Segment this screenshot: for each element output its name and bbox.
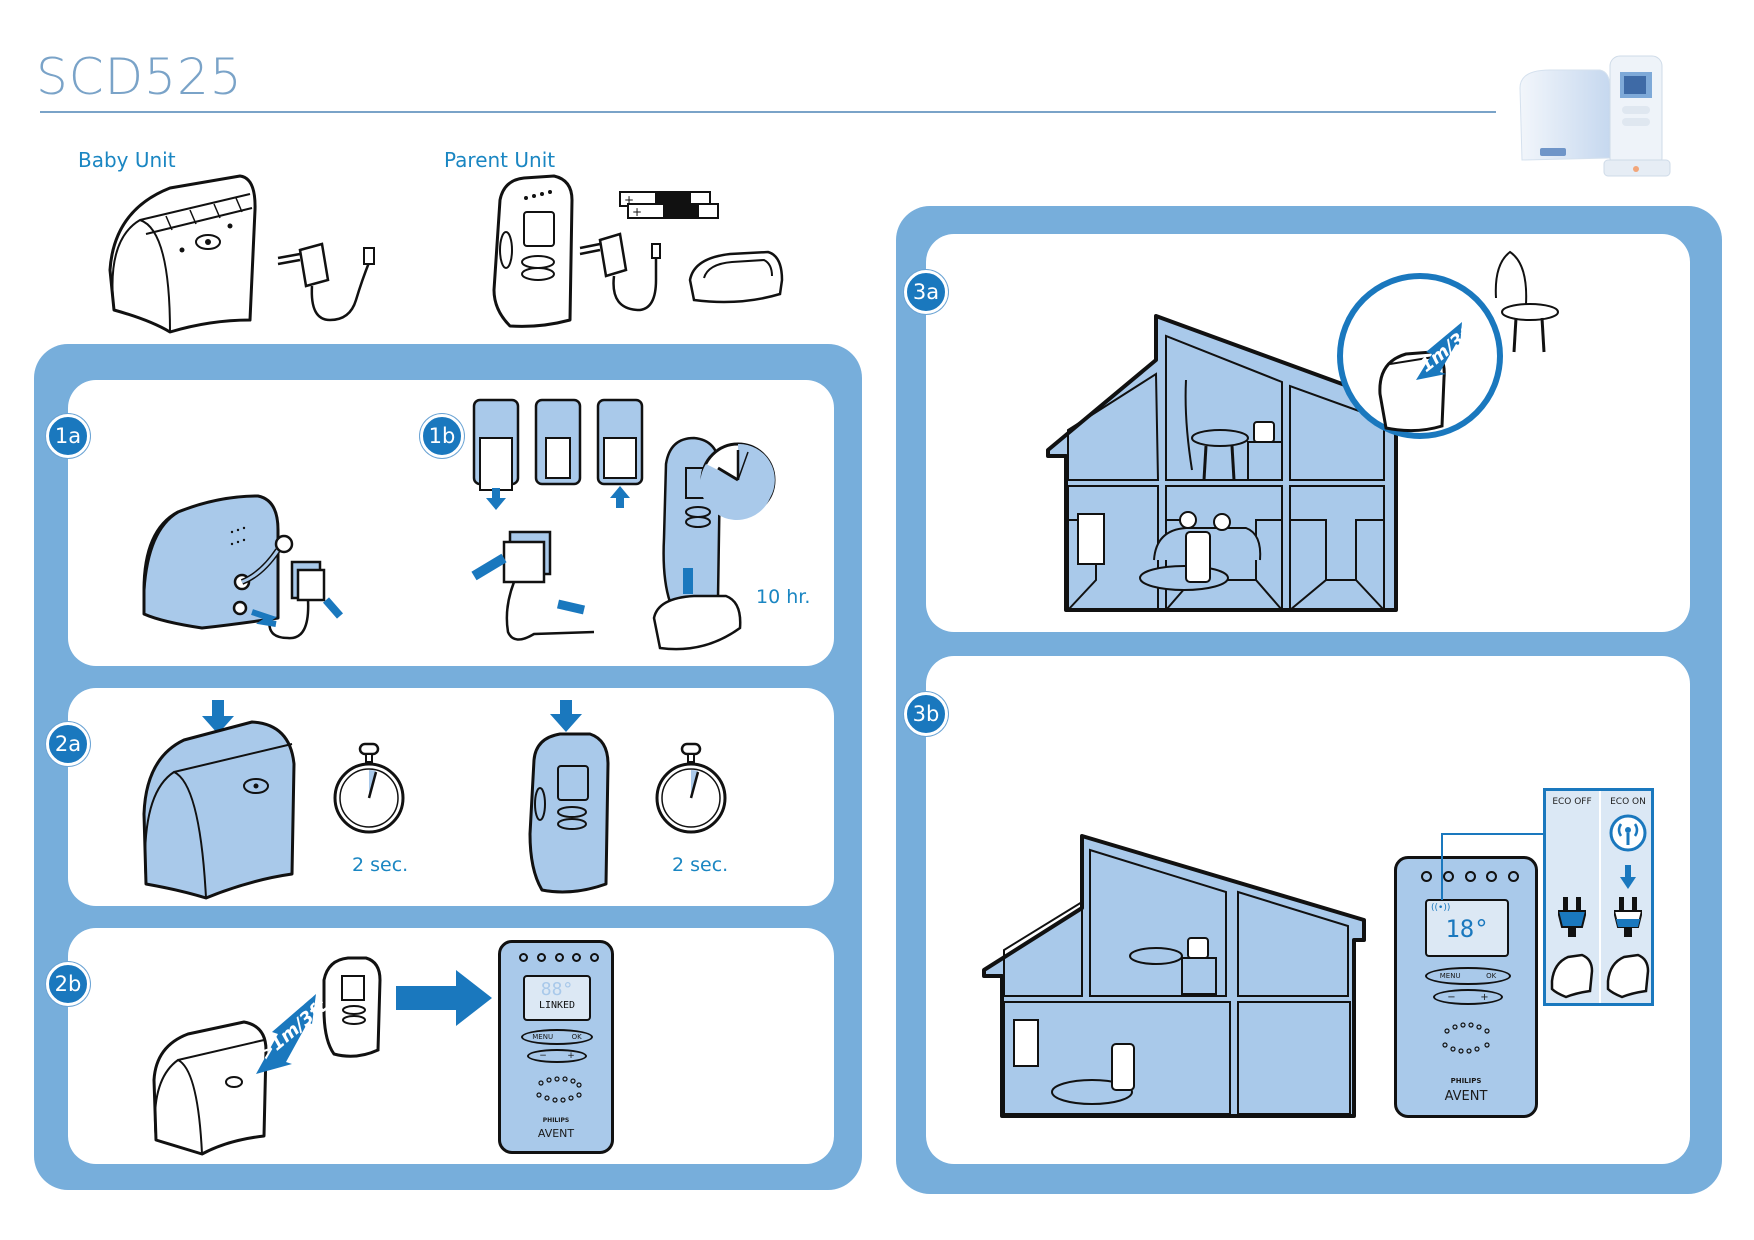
menu-button[interactable]: MENU bbox=[532, 1033, 554, 1041]
step-2a-baby-unit-illustration bbox=[142, 700, 296, 900]
step-badge-1a: 1a bbox=[46, 414, 90, 458]
eco-on-label: ECO ON bbox=[1610, 797, 1646, 807]
arrow-right-icon bbox=[396, 970, 492, 1026]
parent-unit-display-eco: ((•)) 18° MENU OK − + PHILIPS AVENT bbox=[1394, 856, 1538, 1118]
wireless-signal-icon bbox=[1609, 814, 1647, 852]
menu-ok-buttons: MENU OK bbox=[1425, 967, 1511, 985]
lcd-digits: 88° bbox=[540, 979, 574, 1000]
charge-time-label: 10 hr. bbox=[756, 586, 811, 608]
parent-unit-illustration: + + bbox=[492, 174, 784, 328]
plug-icon bbox=[1558, 897, 1586, 937]
step-1a-illustration bbox=[142, 494, 344, 640]
plus-button[interactable]: + bbox=[567, 1051, 575, 1061]
step-badge-3b: 3b bbox=[904, 692, 948, 736]
eco-mode-box: ECO OFF ECO ON bbox=[1543, 788, 1654, 1006]
minus-button[interactable]: − bbox=[1447, 991, 1456, 1003]
stopwatch-icon bbox=[333, 742, 405, 834]
parent-unit-label: Parent Unit bbox=[444, 148, 556, 172]
menu-button[interactable]: MENU bbox=[1439, 972, 1461, 980]
speaker-grille-icon bbox=[1442, 1022, 1490, 1054]
house-3a-illustration bbox=[1046, 314, 1398, 612]
step-badge-2b: 2b bbox=[46, 962, 90, 1006]
title-divider bbox=[40, 111, 1496, 113]
baby-hold-time-label: 2 sec. bbox=[352, 854, 409, 876]
speaker-grille-icon bbox=[536, 1076, 582, 1103]
parent-unit-display-linked: 88° LINKED MENU OK − + PHILIPS AVENT bbox=[498, 940, 614, 1154]
eco-on-column: ECO ON bbox=[1602, 791, 1654, 1003]
eco-signal-icon: ((•)) bbox=[1431, 903, 1451, 913]
ok-button[interactable]: OK bbox=[571, 1033, 582, 1041]
ok-button[interactable]: OK bbox=[1486, 972, 1497, 980]
plug-icon bbox=[1614, 897, 1642, 937]
step-badge-2a: 2a bbox=[46, 722, 90, 766]
product-photo bbox=[1519, 55, 1671, 177]
baby-unit-icon bbox=[1606, 953, 1650, 999]
stopwatch-icon bbox=[655, 742, 727, 834]
plus-button[interactable]: + bbox=[1480, 991, 1489, 1003]
volume-buttons: − + bbox=[527, 1049, 587, 1063]
lcd-temperature: 18° bbox=[1445, 915, 1489, 943]
led-row bbox=[1421, 871, 1519, 882]
svg-text:+: + bbox=[632, 205, 642, 219]
eco-off-column: ECO OFF bbox=[1546, 791, 1598, 1003]
house-3b-illustration bbox=[982, 834, 1366, 1118]
step-1b-illustration bbox=[471, 398, 776, 651]
baby-unit-illustration bbox=[108, 174, 375, 334]
callout-line bbox=[1441, 833, 1546, 900]
arrow-down-icon bbox=[1620, 865, 1636, 889]
baby-unit-icon bbox=[1550, 953, 1594, 999]
brand-avent: AVENT bbox=[537, 1127, 575, 1140]
step-badge-3a: 3a bbox=[904, 270, 948, 314]
step-2b-test-illustration bbox=[152, 956, 382, 1156]
document-title: SCD525 bbox=[36, 48, 243, 106]
lcd-status-text: LINKED bbox=[538, 1000, 576, 1011]
lcd-screen: 88° LINKED bbox=[523, 975, 591, 1021]
svg-text:+: + bbox=[624, 193, 634, 207]
brand-avent: AVENT bbox=[1444, 1089, 1488, 1104]
volume-buttons: − + bbox=[1433, 989, 1503, 1005]
brand-philips: PHILIPS bbox=[1450, 1077, 1482, 1085]
parent-hold-time-label: 2 sec. bbox=[672, 854, 729, 876]
placement-distance-illustration bbox=[1337, 250, 1559, 439]
step-badge-1b: 1b bbox=[420, 414, 464, 458]
baby-unit-label: Baby Unit bbox=[78, 148, 176, 172]
eco-divider bbox=[1599, 791, 1601, 1003]
step-2a-parent-unit-illustration bbox=[528, 700, 610, 894]
menu-ok-buttons: MENU OK bbox=[521, 1029, 593, 1045]
eco-off-label: ECO OFF bbox=[1552, 797, 1592, 807]
lcd-screen: ((•)) 18° bbox=[1425, 899, 1509, 957]
led-row bbox=[519, 953, 599, 962]
brand-philips: PHILIPS bbox=[542, 1117, 570, 1124]
minus-button[interactable]: − bbox=[539, 1051, 547, 1061]
